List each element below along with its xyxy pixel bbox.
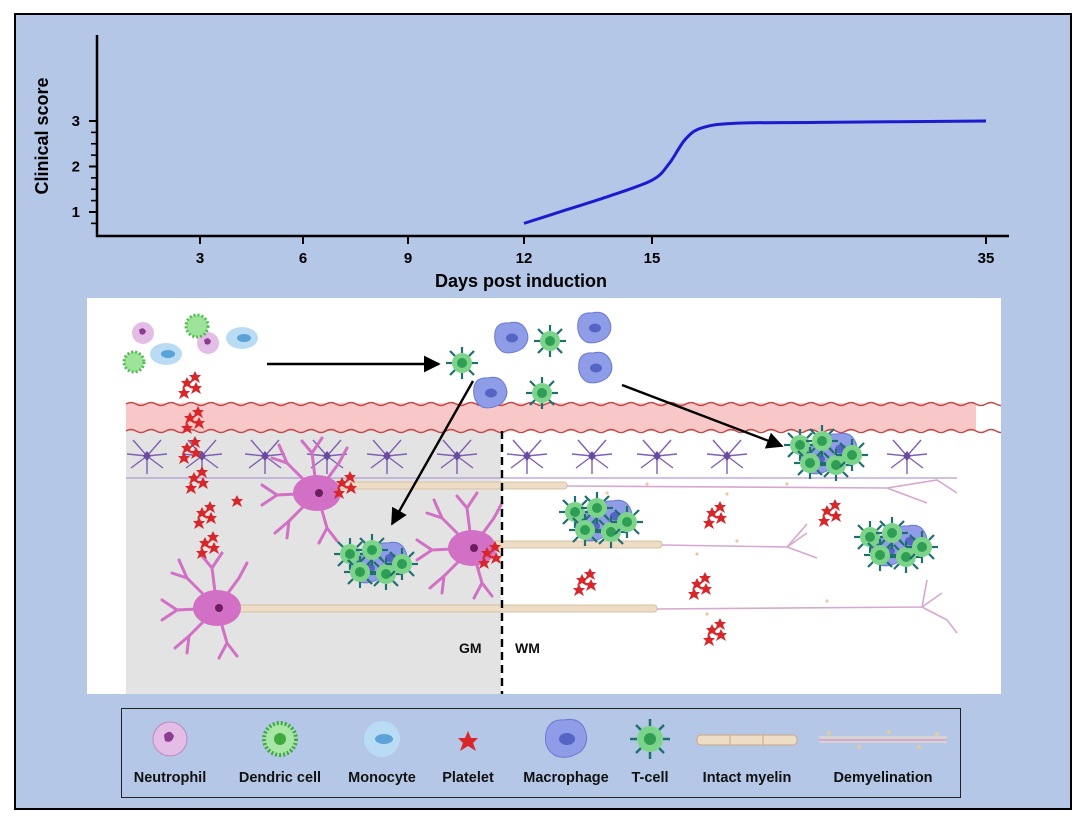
x-tick-label: 12 <box>516 250 533 267</box>
monocyte-icon <box>364 721 400 757</box>
y-tick-label: 1 <box>72 204 80 221</box>
series-line <box>523 119 987 225</box>
legend-label-macrophage: Macrophage <box>523 770 608 786</box>
t-cell-icon <box>630 719 670 759</box>
intact-myelin-icon <box>696 734 798 746</box>
myelinated-axons <box>236 479 958 634</box>
legend-label-monocyte: Monocyte <box>348 770 416 786</box>
platelet-icon <box>458 731 478 751</box>
x-tick-label: 15 <box>644 250 661 267</box>
legend-label-intact-myelin: Intact myelin <box>703 770 792 786</box>
blood-vessel <box>125 401 1001 434</box>
diagram-illustration: GM WM <box>122 311 1001 694</box>
immune-cell-cluster <box>784 425 868 481</box>
wm-label: WM <box>515 640 540 656</box>
x-tick-label: 3 <box>196 250 204 267</box>
legend-label-neutrophil: Neutrophil <box>134 770 207 786</box>
circulating-cells <box>122 313 258 374</box>
legend-label-dendritic-cell: Dendric cell <box>239 770 321 786</box>
x-tick-label: 35 <box>978 250 995 267</box>
immune-cell-cluster <box>854 517 938 573</box>
y-minor-ticks <box>91 131 97 225</box>
legend-graphics: Neutrophil Dendric cell Monocyte Platele… <box>134 719 947 786</box>
neuroinflammation-diagram: GM WM <box>87 298 1001 694</box>
dendritic-cell-icon <box>262 721 298 757</box>
neutrophil-icon <box>152 721 188 757</box>
x-tick-label: 9 <box>404 250 412 267</box>
demyelination-icon <box>819 730 947 749</box>
y-axis-title: Clinical score <box>32 77 52 194</box>
immune-cell-cluster <box>559 492 643 548</box>
gm-label: GM <box>459 640 482 656</box>
legend-label-t-cell: T-cell <box>631 770 668 786</box>
x-axis-title: Days post induction <box>435 271 607 291</box>
x-tick-label: 6 <box>299 250 307 267</box>
y-tick-label: 2 <box>72 159 80 176</box>
legend-label-platelet: Platelet <box>442 770 494 786</box>
x-ticks: 3 6 9 12 15 35 <box>196 236 995 267</box>
legend-label-demyelination: Demyelination <box>833 770 932 786</box>
astrocyte-layer <box>126 439 957 479</box>
macrophage-icon <box>545 719 588 758</box>
activated-immune-cells <box>444 311 613 411</box>
legend: Neutrophil Dendric cell Monocyte Platele… <box>121 708 961 798</box>
migration-arrows <box>267 355 784 526</box>
y-ticks: 1 2 3 <box>72 113 97 221</box>
y-tick-label: 3 <box>72 113 80 130</box>
